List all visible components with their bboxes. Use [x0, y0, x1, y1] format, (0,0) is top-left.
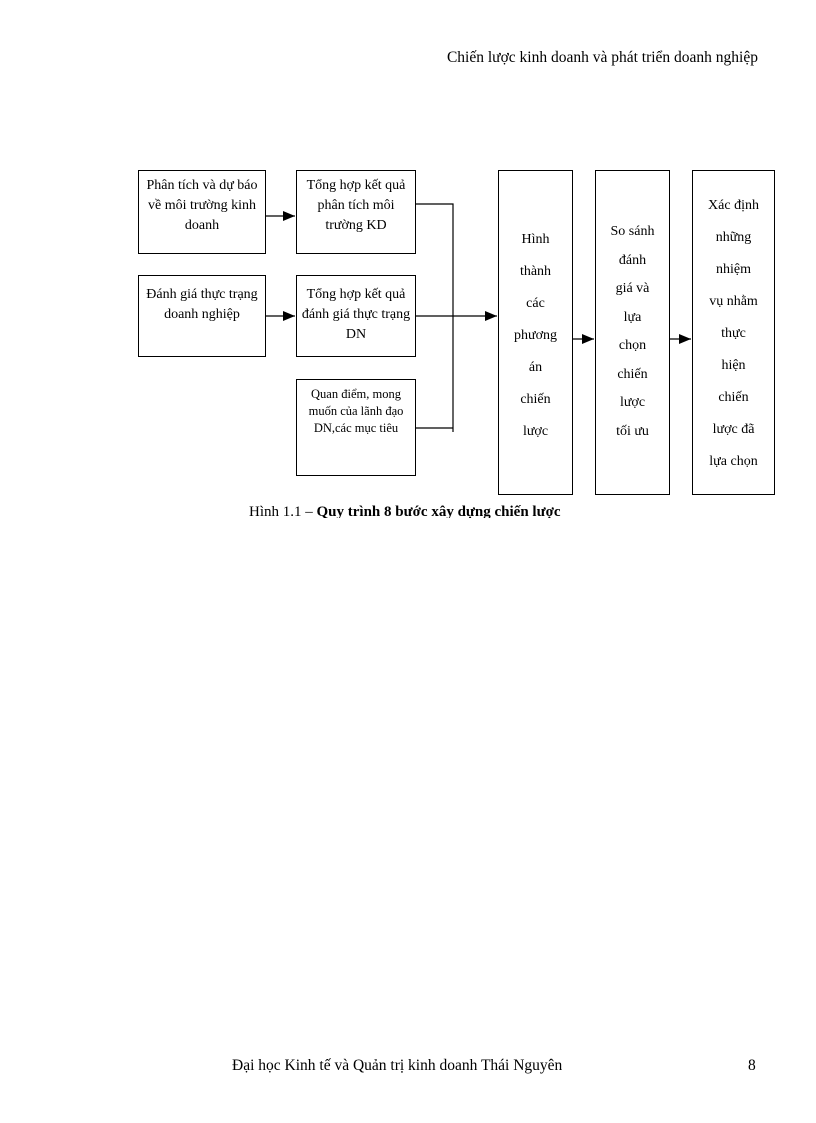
step-compare-line: chọn — [618, 338, 647, 353]
step-summary-env-text: Tổng hợp kết quả phân tích môi trường KD — [306, 178, 406, 233]
running-header: Chiến lược kinh doanh và phát triển doan… — [446, 49, 758, 66]
step-assessment-text: Đánh giá thực trạng doanh nghiệp — [146, 287, 258, 322]
step-compare-line: So sánh — [610, 224, 655, 239]
step-tasks-box: Xác định những nhiệm vụ nhằm thực hiện c… — [692, 170, 775, 495]
step-views-text: Quan điểm, mong muốn của lãnh đạo DN,các… — [308, 387, 404, 435]
step-views-box: Quan điểm, mong muốn của lãnh đạo DN,các… — [296, 379, 416, 476]
step-compare-line: giá và — [615, 281, 650, 296]
step-tasks-line: chiến — [718, 390, 749, 405]
step-form-box: Hình thành các phương án chiến lược — [498, 170, 573, 495]
step-tasks-line: nhiệm — [716, 262, 751, 277]
step-summary-env-box: Tổng hợp kết quả phân tích môi trường KD — [296, 170, 416, 254]
connector-bus-top — [416, 203, 454, 432]
step-tasks-line: vụ nhằm — [709, 294, 758, 309]
step-analysis-box: Phân tích và dự báo về môi trường kinh d… — [138, 170, 266, 254]
step-summary-state-text: Tổng hợp kết quả đánh giá thực trạng DN — [301, 287, 411, 342]
step-summary-state-box: Tổng hợp kết quả đánh giá thực trạng DN — [296, 275, 416, 357]
page-number: 8 — [748, 1057, 756, 1074]
step-compare-line: đánh — [618, 252, 647, 268]
step-form-line: các — [526, 296, 545, 311]
step-form-line: Hình — [521, 232, 550, 247]
step-compare-line: lược — [619, 395, 646, 410]
step-form-line: phương — [514, 328, 557, 343]
step-form-line: thành — [519, 264, 552, 279]
caption-prefix: Hình 1.1 – — [249, 504, 317, 518]
step-assessment-box: Đánh giá thực trạng doanh nghiệp — [138, 275, 266, 357]
step-tasks-line: thực — [721, 326, 746, 341]
step-tasks-line: Xác định — [708, 198, 759, 213]
step-compare-line: chiến — [617, 366, 648, 382]
step-form-line: chiến — [520, 392, 551, 407]
step-compare-line: tối ưu — [616, 423, 649, 439]
figure-caption: Hình 1.1 – Quy trình 8 bước xây dựng chi… — [249, 501, 649, 518]
step-compare-box: So sánh đánh giá và lựa chọn chiến lược … — [595, 170, 670, 495]
caption-title: Quy trình 8 bước xây dựng chiến lược — [316, 504, 561, 518]
step-compare-line: lựa — [623, 309, 642, 325]
step-tasks-line: lược đã — [712, 422, 755, 437]
step-analysis-text: Phân tích và dự báo về môi trường kinh d… — [146, 178, 258, 233]
step-tasks-line: những — [715, 230, 752, 245]
step-form-line: lược — [522, 424, 549, 439]
step-tasks-line: lựa chọn — [709, 454, 758, 469]
footer-institution: Đại học Kinh tế và Quản trị kinh doanh T… — [232, 1057, 563, 1074]
step-tasks-line: hiện — [721, 358, 746, 373]
step-form-line: án — [528, 360, 543, 375]
